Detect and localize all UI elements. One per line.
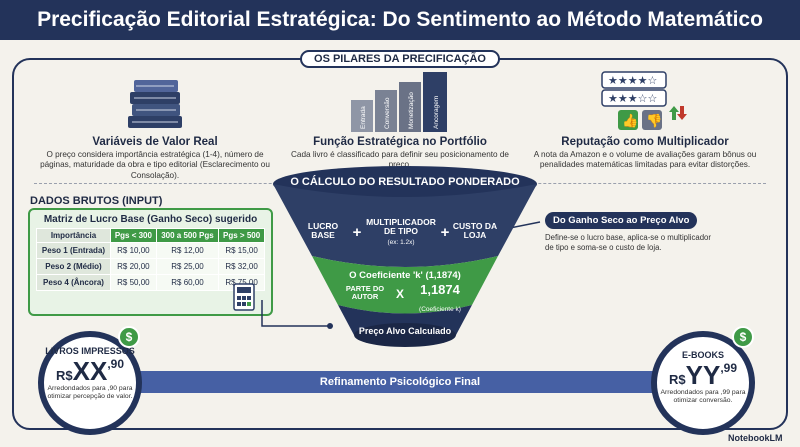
printed-price: R$XX,90 — [44, 358, 136, 384]
svg-text:★★★★☆: ★★★★☆ — [608, 74, 657, 87]
refinement-bar: Refinamento Psicológico Final — [120, 371, 680, 393]
times-sign: X — [395, 287, 404, 301]
cell: R$ 60,00 — [155, 274, 220, 291]
printed-label: LIVROS IMPRESSOS — [45, 346, 135, 356]
ebooks-label: E-BOOKS — [681, 350, 724, 360]
plus-sign: + — [440, 224, 450, 241]
pillar-title: Variáveis de Valor Real — [92, 136, 218, 148]
target-price-label: Preço Alvo Calculado — [358, 326, 452, 336]
bar-label: Monetização — [408, 92, 415, 129]
rating-thumbs-icon: ★★★★☆ ★★★☆☆ 👍 👎 — [530, 71, 760, 132]
price-cents: ,99 — [720, 360, 737, 375]
svg-text:👍: 👍 — [622, 113, 638, 129]
pillar-title: Reputação como Multiplicador — [561, 136, 729, 148]
matrix-header: Pgs > 500 — [218, 228, 265, 243]
term-multiplicador-note: (ex: 1.2x) — [387, 238, 415, 246]
pillar-text: Cada livro é classificado para definir s… — [290, 150, 509, 170]
author-part: PARTE DO AUTOR — [345, 284, 385, 302]
printed-books-circle: LIVROS IMPRESSOS R$XX,90 Arredondados pa… — [38, 331, 142, 435]
profit-matrix: Matriz de Lucro Base (Ganho Seco) sugeri… — [28, 208, 273, 316]
row-label: Peso 4 (Âncora) — [36, 274, 111, 291]
calculator-icon — [233, 283, 255, 311]
matrix-header: 300 a 500 Pgs — [155, 228, 220, 243]
page-title: Precificação Editorial Estratégica: Do S… — [0, 0, 800, 40]
cell: R$ 50,00 — [110, 274, 157, 291]
bar-label: Conversão — [384, 97, 391, 129]
pillar-title: Função Estratégica no Portfólio — [313, 136, 487, 148]
currency: R$ — [56, 367, 73, 383]
price-placeholder: XX — [72, 355, 108, 386]
ebooks-note: Arredondados para ,99 para otimizar conv… — [660, 388, 746, 404]
coefficient-title: O Coeficiente 'k' (1,1874) — [349, 270, 461, 281]
cell: R$ 32,00 — [218, 258, 265, 275]
money-bag-icon: $ — [118, 326, 140, 348]
matrix-header: Importância — [36, 228, 111, 243]
row-label: Peso 1 (Entrada) — [36, 242, 111, 259]
pillar-text: O preço considera importância estratégic… — [40, 150, 270, 180]
funnel-title: O CÁLCULO DO RESULTADO PONDERADO — [290, 176, 520, 188]
price-placeholder: YY — [685, 359, 721, 390]
term-multiplicador: MULTIPLICADOR DE TIPO (ex: 1.2x) — [365, 217, 437, 246]
calculation-funnel — [273, 166, 537, 347]
bar-label: Entrada — [360, 106, 367, 129]
price-cents: ,90 — [107, 356, 124, 371]
svg-text:★★★☆☆: ★★★☆☆ — [608, 92, 657, 105]
cell: R$ 10,00 — [110, 242, 157, 259]
raw-data-title: DADOS BRUTOS (INPUT) — [30, 195, 163, 207]
pillar-portfolio-function: Entrada Conversão Monetização Ancoragem … — [285, 72, 515, 171]
bar-label: Ancoragem — [433, 96, 440, 129]
coefficient-note: (Coeficiente k) — [419, 305, 461, 313]
target-tag: Do Ganho Seco ao Preço Alvo — [545, 212, 698, 229]
cell: R$ 12,00 — [155, 242, 220, 259]
table-row: Peso 2 (Médio) R$ 20,00 R$ 25,00 R$ 32,0… — [36, 258, 265, 275]
term-lucro-base: LUCRO BASE — [307, 221, 339, 241]
book-stack-icon — [40, 72, 270, 132]
cell: R$ 20,00 — [110, 258, 157, 275]
brand-logo: NotebookLM — [728, 433, 783, 443]
coefficient-value-block: 1,1874 (Coeficiente k) — [410, 282, 470, 316]
term-custo-loja: CUSTO DA LOJA — [452, 221, 498, 241]
row-label: Peso 2 (Médio) — [36, 258, 111, 275]
term-multiplicador-label: MULTIPLICADOR DE TIPO — [366, 217, 436, 237]
plus-sign: + — [352, 224, 362, 241]
pillars-header: OS PILARES DA PRECIFICAÇÃO — [300, 50, 500, 68]
printed-note: Arredondados para ,90 para otimizar perc… — [47, 384, 133, 400]
currency: R$ — [669, 371, 686, 387]
coefficient-value: 1,1874 — [420, 282, 460, 297]
bar-steps-icon: Entrada Conversão Monetização Ancoragem — [285, 72, 515, 132]
table-row: Peso 1 (Entrada) R$ 10,00 R$ 12,00 R$ 15… — [36, 242, 265, 259]
target-explanation: Do Ganho Seco ao Preço Alvo Define-se o … — [545, 210, 715, 252]
matrix-title: Matriz de Lucro Base (Ganho Seco) sugeri… — [43, 214, 258, 225]
ebooks-circle: E-BOOKS R$YY,99 Arredondados para ,99 pa… — [651, 331, 755, 435]
pillar-reputation: ★★★★☆ ★★★☆☆ 👍 👎 Reputação como Multiplic… — [530, 71, 760, 171]
money-bag-icon: $ — [732, 326, 754, 348]
ebooks-price: R$YY,99 — [657, 362, 749, 388]
svg-text:👎: 👎 — [646, 113, 662, 129]
pillar-text: A nota da Amazon e o volume de avaliaçõe… — [533, 150, 757, 170]
cell: R$ 15,00 — [218, 242, 265, 259]
pillar-real-value: Variáveis de Valor Real O preço consider… — [40, 72, 270, 181]
target-text: Define-se o lucro base, aplica-se o mult… — [545, 233, 711, 252]
